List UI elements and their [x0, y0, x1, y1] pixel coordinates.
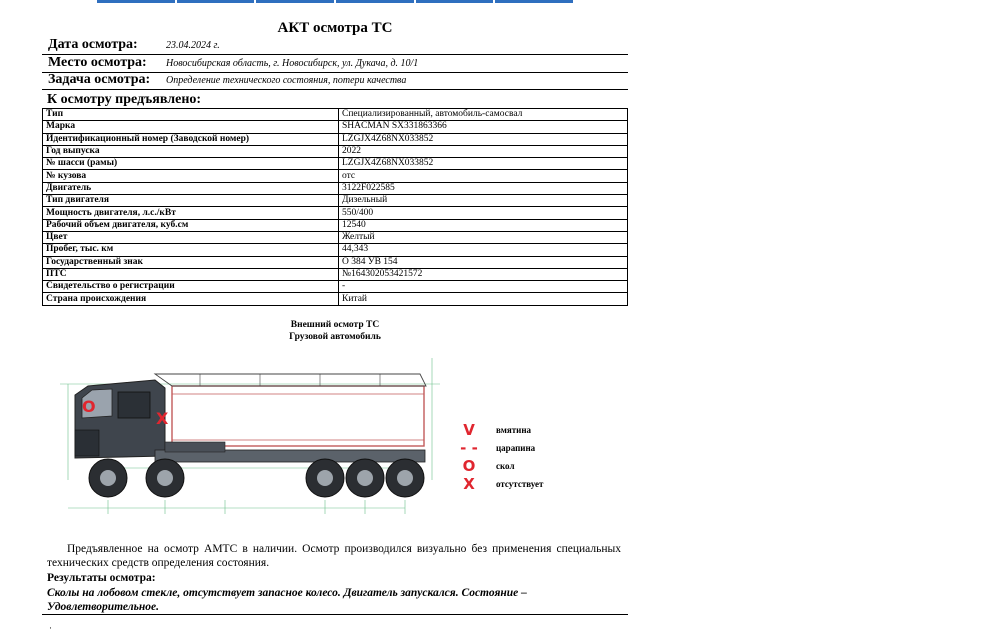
legend-item: V вмятина [458, 422, 568, 438]
wheel [88, 458, 128, 498]
property-value: 12540 [338, 218, 628, 232]
tab-segment[interactable] [495, 0, 574, 3]
wheel [305, 458, 345, 498]
property-key: Страна происхождения [42, 292, 339, 306]
property-key: Тип двигателя [42, 194, 339, 208]
results-title: Результаты осмотра: [47, 572, 156, 584]
property-value: 3122F022585 [338, 181, 628, 196]
legend-item: O скол [458, 458, 568, 474]
inspection-paragraph: Предъявленное на осмотр АМТС в наличии. … [47, 543, 621, 569]
header-row-task: Задача осмотра: Определение технического… [42, 72, 628, 90]
scratch-symbol: - - [460, 439, 478, 457]
legend-label: царапина [496, 443, 536, 453]
external-inspection-heading: Внешний осмотр ТС [290, 320, 380, 330]
header-row-date: Дата осмотра: 23.04.2024 г. [42, 37, 628, 55]
header-label: Место осмотра: [48, 55, 147, 70]
header-row-place: Место осмотра: Новосибирская область, г.… [42, 55, 628, 73]
missing-mark: X [156, 409, 169, 428]
tab-segment[interactable] [97, 0, 175, 3]
windshield [81, 388, 113, 419]
property-key: ПТС [42, 267, 339, 282]
property-value: О 384 УВ 154 [338, 255, 628, 269]
external-inspection-title: Внешний осмотр ТС Грузовой автомобиль [235, 319, 435, 343]
property-value: 550/400 [338, 206, 628, 220]
property-key: Государственный знак [42, 255, 339, 269]
wheel [145, 458, 185, 498]
property-value: отс [338, 169, 628, 183]
property-value: SHACMAN SX331863366 [338, 120, 628, 134]
dent-symbol: V [463, 421, 475, 439]
property-key: Год выпуска [42, 144, 339, 159]
property-key: Пробег, тыс. км [42, 243, 339, 257]
legend-label: отсутствует [496, 479, 544, 489]
results-text: Сколы на лобовом стекле, отсутствует зап… [47, 587, 527, 613]
document-title: АКТ осмотра ТС [277, 20, 393, 36]
property-key: Цвет [42, 230, 339, 245]
table-row: Идентификационный номер (Заводской номер… [42, 132, 628, 146]
truck-diagram: O X [60, 358, 440, 514]
damage-legend: V вмятина - - царапина O скол X отсутств… [458, 420, 568, 500]
property-value: №164302053421572 [338, 267, 628, 282]
property-value: - [338, 280, 628, 294]
top-tab-strip [97, 0, 574, 3]
vehicle-category-heading: Грузовой автомобиль [289, 332, 381, 342]
header-label: Дата осмотра: [48, 37, 138, 52]
property-key: Мощность двигателя, л.с./кВт [42, 206, 339, 220]
tab-segment[interactable] [256, 0, 335, 3]
table-row: № шасси (рамы)LZGJX4Z68NX033852 [42, 157, 628, 171]
property-value: Желтый [338, 230, 628, 245]
property-key: № кузова [42, 169, 339, 183]
chassis-frame [154, 449, 426, 463]
chip-symbol: O [462, 457, 476, 475]
legend-item: - - царапина [458, 440, 568, 456]
property-value: Китай [338, 292, 628, 306]
wheel [385, 458, 425, 498]
missing-symbol: X [463, 475, 475, 493]
property-value: Специализированный, автомобиль-самосвал [338, 107, 628, 122]
property-key: Тип [42, 107, 339, 122]
wheel [345, 458, 385, 498]
property-key: Идентификационный номер (Заводской номер… [42, 132, 339, 146]
divider [42, 614, 628, 615]
property-value: LZGJX4Z68NX033852 [338, 157, 628, 171]
section-title: К осмотру предъявлено: [47, 92, 202, 107]
dump-body [171, 385, 425, 447]
legend-item: X отсутствует [458, 476, 568, 492]
property-value: 2022 [338, 144, 628, 159]
property-key: Свидетельство о регистрации [42, 280, 339, 294]
property-key: Двигатель [42, 181, 339, 196]
legend-label: вмятина [496, 425, 531, 435]
header-value: 23.04.2024 г. [166, 40, 220, 51]
chip-mark: O [82, 397, 96, 416]
property-key: Рабочий объем двигателя, куб.см [42, 218, 339, 232]
header-label: Задача осмотра: [48, 72, 151, 87]
footer-mark: · [49, 623, 52, 633]
tab-segment[interactable] [176, 0, 255, 3]
property-value: 44,343 [338, 243, 628, 257]
property-value: Дизельный [338, 194, 628, 208]
header-value: Новосибирская область, г. Новосибирск, у… [166, 58, 419, 69]
property-key: Марка [42, 120, 339, 134]
legend-label: скол [496, 461, 515, 471]
property-value: LZGJX4Z68NX033852 [338, 132, 628, 146]
property-key: № шасси (рамы) [42, 157, 339, 171]
tab-segment[interactable] [415, 0, 494, 3]
table-row: Свидетельство о регистрации- [42, 280, 628, 294]
tab-segment[interactable] [336, 0, 414, 3]
header-value: Определение технического состояния, поте… [166, 75, 407, 86]
